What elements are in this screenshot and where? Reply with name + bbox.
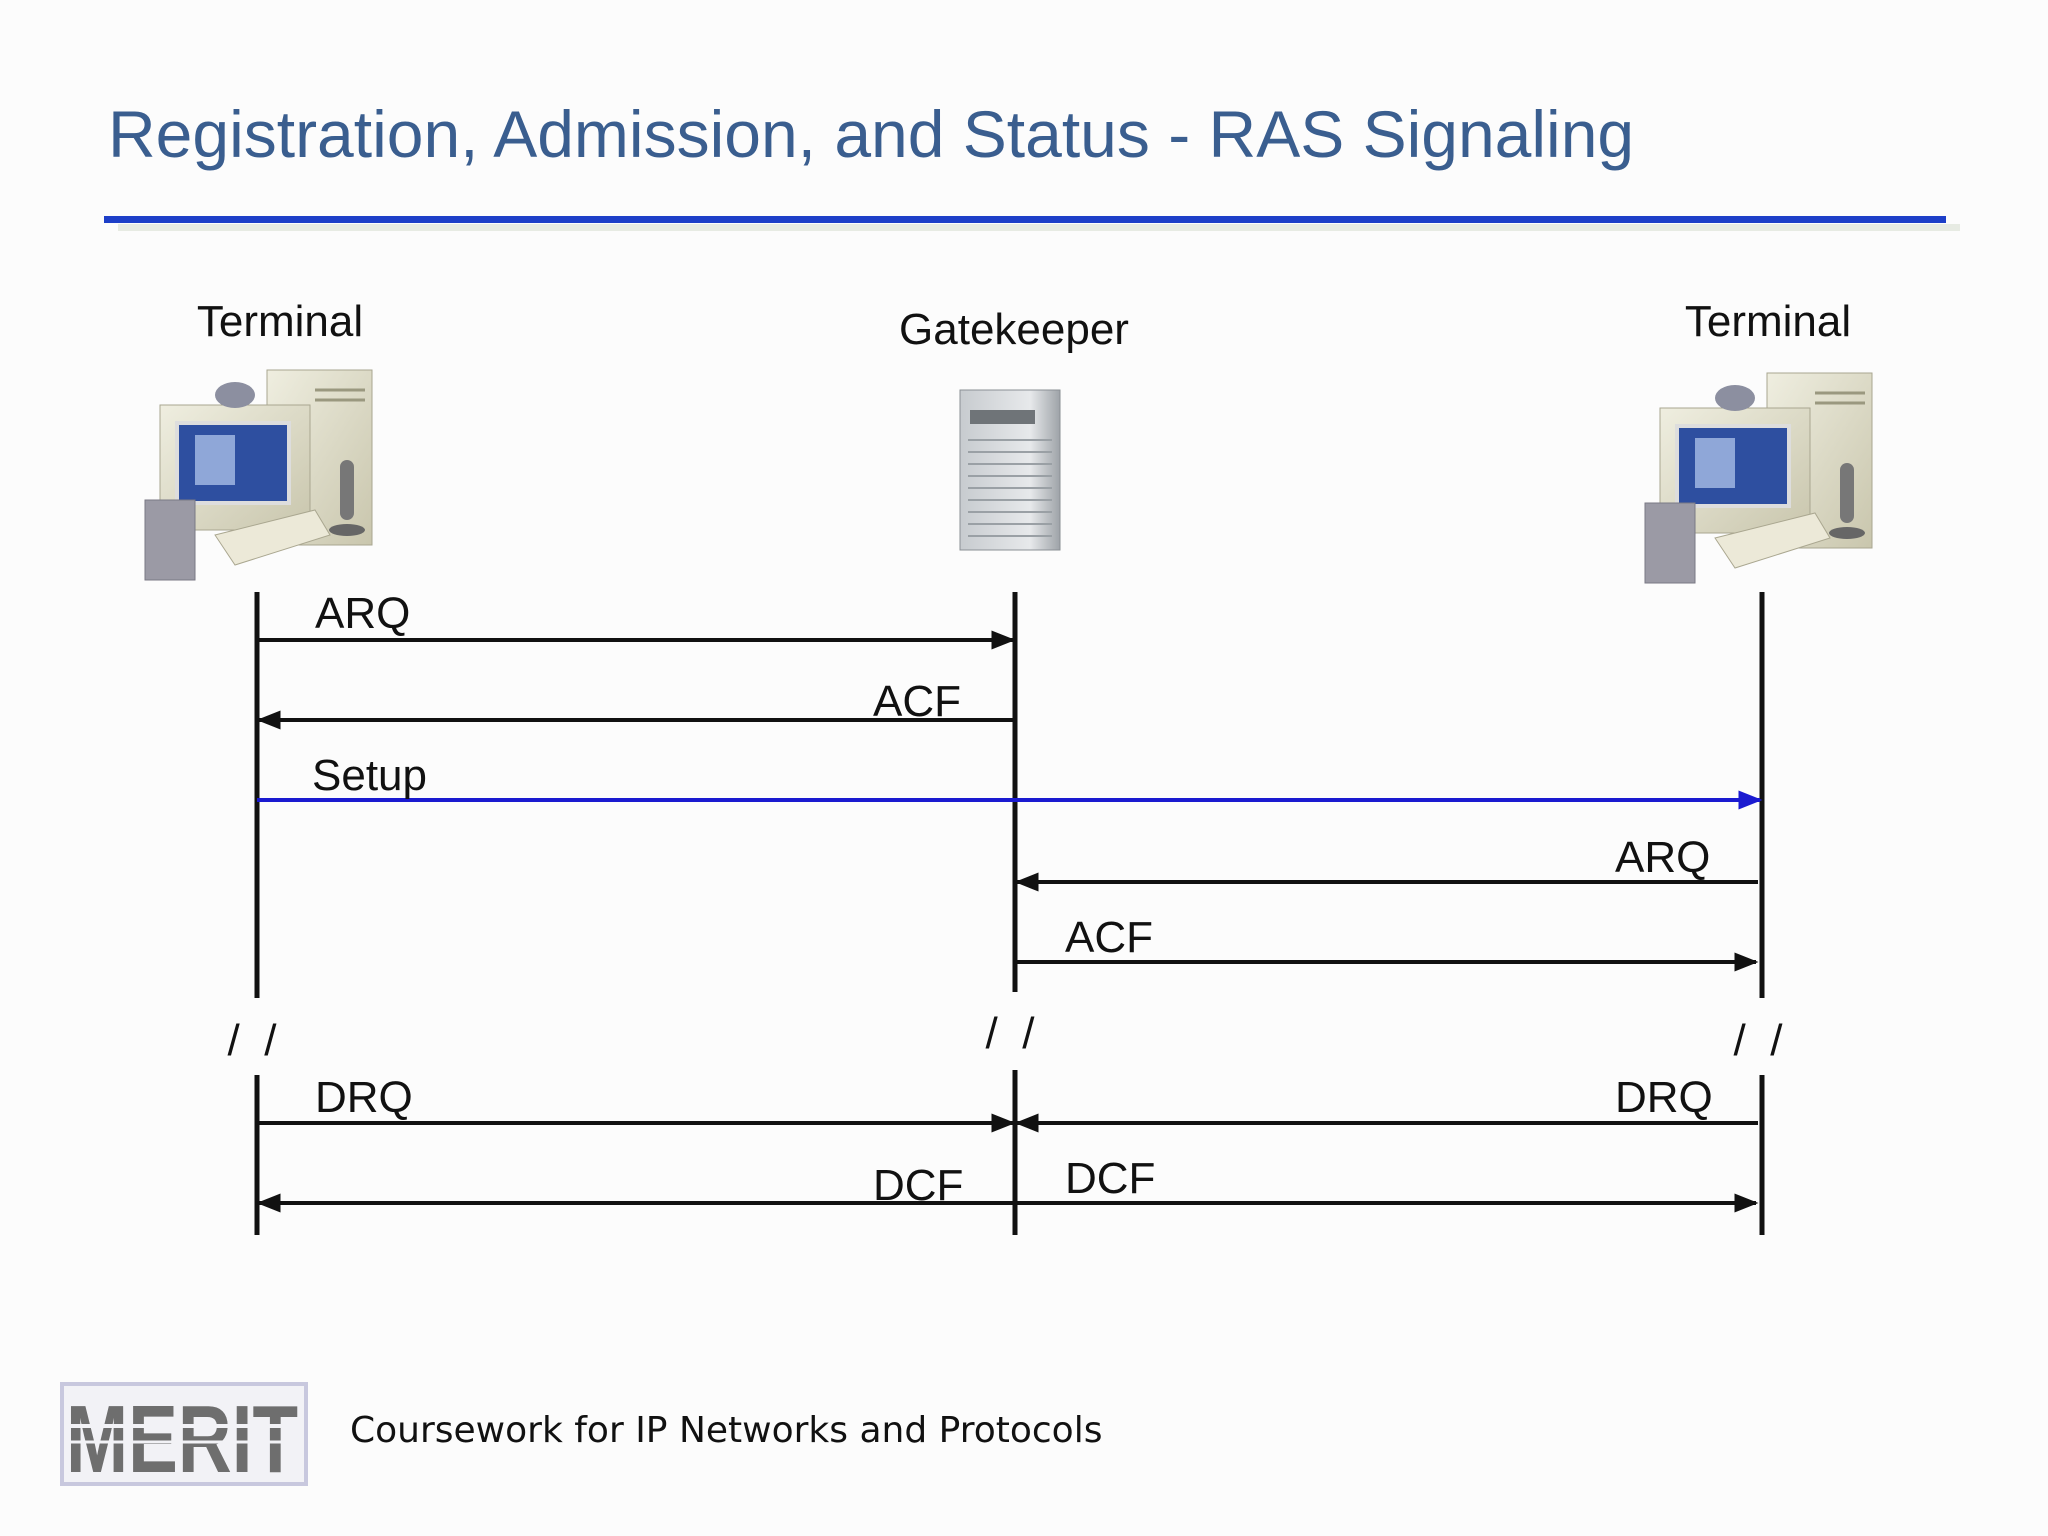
desktop-computer-icon xyxy=(1644,372,1873,584)
entity-label-right-terminal: Terminal xyxy=(1685,297,1851,346)
message-label-drq: DRQ xyxy=(315,1073,413,1122)
lifeline-break-mark: / / xyxy=(986,1009,1036,1058)
lifeline-break-mark: / / xyxy=(1734,1016,1784,1065)
merit-logo-text: MERIT xyxy=(66,1386,298,1488)
entity-label-gatekeeper: Gatekeeper xyxy=(899,305,1129,354)
slide-title: Registration, Admission, and Status - RA… xyxy=(108,97,1635,171)
server-tower-icon xyxy=(959,389,1061,551)
message-label-drq: DRQ xyxy=(1615,1073,1713,1122)
desktop-computer-icon xyxy=(144,369,373,581)
footer-course-text: Coursework for IP Networks and Protocols xyxy=(350,1410,1103,1451)
lifeline-break-mark: / / xyxy=(228,1016,278,1065)
message-label-arq: ARQ xyxy=(1615,833,1710,882)
message-label-setup: Setup xyxy=(312,751,427,800)
merit-logo: MERIT xyxy=(60,1382,308,1488)
entity-label-left-terminal: Terminal xyxy=(197,297,363,346)
message-label-dcf: DCF xyxy=(1065,1154,1155,1203)
title-rule xyxy=(104,216,1946,223)
message-label-arq: ARQ xyxy=(315,589,410,638)
message-label-dcf: DCF xyxy=(873,1161,963,1210)
message-label-acf: ACF xyxy=(1065,913,1153,962)
message-label-acf: ACF xyxy=(873,677,961,726)
